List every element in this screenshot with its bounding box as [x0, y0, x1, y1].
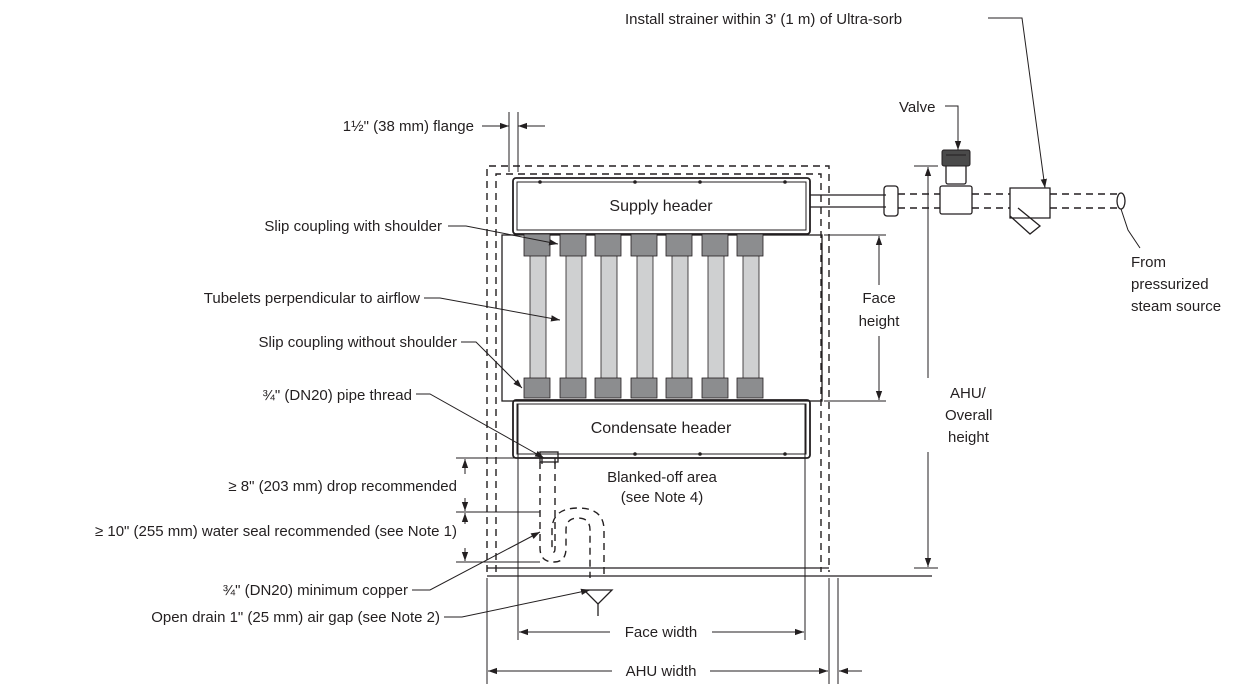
- tubelet: [701, 233, 729, 399]
- pipe-thread-label: ¾" (DN20) pipe thread: [262, 387, 412, 404]
- leader-lines: [412, 17, 1141, 618]
- drop-label: ≥ 8" (203 mm) drop recommended: [228, 478, 457, 495]
- blanked-off-note: (see Note 4): [621, 489, 704, 506]
- steam-source-label: From: [1131, 254, 1166, 271]
- face-height-label: Face: [862, 290, 895, 307]
- dimension-lines: [456, 165, 938, 684]
- slip-coupling-with-shoulder-label: Slip coupling with shoulder: [264, 218, 442, 235]
- open-drain-label: Open drain 1" (25 mm) air gap (see Note …: [151, 609, 440, 626]
- tubelets-label: Tubelets perpendicular to airflow: [204, 290, 420, 307]
- steam-source-label-2: pressurized: [1131, 276, 1209, 293]
- condensate-header: [512, 399, 811, 459]
- tubelet-array: [523, 233, 764, 399]
- supply-header-label: Supply header: [609, 198, 713, 215]
- valve-icon: [939, 149, 973, 215]
- tubelet: [665, 233, 693, 399]
- ahu-height-label-3: height: [948, 429, 990, 446]
- strainer-label: Install strainer within 3' (1 m) of Ultr…: [625, 11, 902, 28]
- supply-header: [512, 177, 811, 235]
- flange-label: 1½" (38 mm) flange: [343, 118, 474, 135]
- water-seal-label: ≥ 10" (255 mm) water seal recommended (s…: [95, 523, 457, 540]
- drain-piping: [539, 451, 614, 616]
- flange-dimension: [482, 112, 545, 172]
- valve-label: Valve: [899, 99, 935, 116]
- ahu-frame: [486, 165, 932, 577]
- tubelet: [594, 233, 622, 399]
- supply-piping: [810, 185, 940, 217]
- tubelet: [736, 233, 764, 399]
- face-area: [501, 234, 823, 402]
- face-height-label-2: height: [859, 313, 901, 330]
- condensate-header-label: Condensate header: [591, 420, 732, 437]
- ahu-width-label: AHU width: [626, 663, 697, 680]
- copper-label: ¾" (DN20) minimum copper: [223, 582, 408, 599]
- strainer-icon: [972, 187, 1126, 235]
- ahu-height-label: AHU/: [950, 385, 987, 402]
- face-width-label: Face width: [625, 624, 698, 641]
- tubelet: [559, 233, 587, 399]
- tubelet: [630, 233, 658, 399]
- blanked-off-label: Blanked-off area: [607, 469, 717, 486]
- ahu-height-label-2: Overall: [945, 407, 993, 424]
- slip-coupling-without-shoulder-label: Slip coupling without shoulder: [259, 334, 457, 351]
- steam-source-label-3: steam source: [1131, 298, 1221, 315]
